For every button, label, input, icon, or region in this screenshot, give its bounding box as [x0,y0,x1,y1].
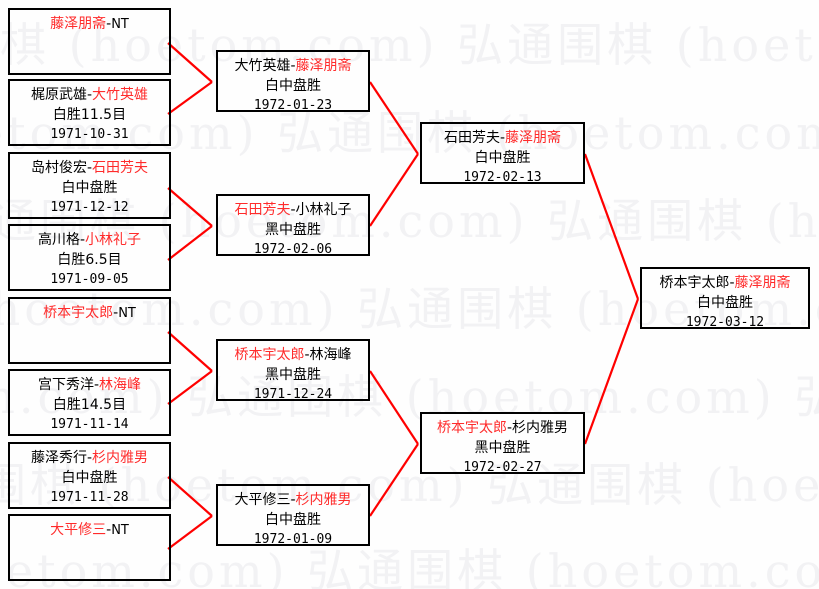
match-players: 藤泽秀行-杉内雅男 [30,450,149,466]
match-node-r1-3[interactable]: 岛村俊宏-石田芳夫 白中盘胜 1971-12-12 [8,152,171,219]
match-players: 桥本宇太郎-藤泽朋斋 [659,275,791,291]
match-node-r2-3[interactable]: 桥本宇太郎-林海峰 黑中盘胜 1971-12-24 [216,339,370,402]
match-players: 大平修三-杉内雅男 [234,492,352,508]
match-date: 1972-01-09 [253,531,333,547]
match-players: 宫下秀洋-林海峰 [37,377,142,393]
connector-r2-2 [369,153,419,227]
connector-r2-4 [369,443,419,517]
match-node-r3-1[interactable]: 石田芳夫-藤泽朋斋 白中盘胜 1972-02-13 [420,122,585,185]
connector-r1-2 [167,81,213,115]
match-node-r2-2[interactable]: 石田芳夫-小林礼子 黑中盘胜 1972-02-06 [216,194,370,257]
match-node-r1-5[interactable]: 桥本宇太郎-NT [8,297,171,364]
match-date: 1972-03-12 [685,314,765,330]
match-node-r1-8[interactable]: 大平修三-NT [8,514,171,581]
connector-r1-4 [167,225,213,261]
match-node-r1-7[interactable]: 藤泽秀行-杉内雅男 白中盘胜 1971-11-28 [8,442,171,509]
match-date: 1971-12-12 [50,199,129,215]
connector-r1-1 [167,42,213,83]
match-result: 白中盘胜 [265,78,321,95]
match-result: 黑中盘胜 [474,440,531,457]
connector-r3-2 [583,298,640,445]
match-node-r3-2[interactable]: 桥本宇太郎-杉内雅男 黑中盘胜 1972-02-27 [420,412,585,475]
match-result: 黑中盘胜 [265,367,321,384]
connector-r1-3 [167,187,213,227]
match-date: 1972-02-27 [463,459,542,475]
match-date: 1971-11-28 [50,489,129,505]
connector-r2-1 [369,81,419,155]
match-players: 石田芳夫-藤泽朋斋 [443,130,562,146]
connector-r1-7 [167,476,213,517]
match-node-r1-2[interactable]: 梶原武雄-大竹英雄 白胜11.5目 1971-10-31 [8,79,171,146]
match-result: 白胜14.5目 [52,397,127,414]
connector-r1-5 [167,331,213,372]
match-date: 1971-09-05 [50,271,129,287]
match-node-r2-1[interactable]: 大竹英雄-藤泽朋斋 白中盘胜 1972-01-23 [216,50,370,113]
match-players: 桥本宇太郎-杉内雅男 [436,420,569,436]
connector-r1-8 [167,515,213,550]
match-date: 1972-02-06 [253,241,333,257]
match-node-r1-4[interactable]: 高川格-小林礼子 白胜6.5目 1971-09-05 [8,224,171,291]
match-players: 石田芳夫-小林礼子 [234,202,352,218]
match-date: 1971-12-24 [253,386,333,402]
match-players: 大竹英雄-藤泽朋斋 [234,58,352,74]
match-result: 白胜11.5目 [52,107,127,124]
match-node-r2-4[interactable]: 大平修三-杉内雅男 白中盘胜 1972-01-09 [216,484,370,547]
match-date: 1971-11-14 [50,416,129,432]
match-players: 梶原武雄-大竹英雄 [30,87,149,103]
match-date: 1971-10-31 [50,126,129,142]
connector-r2-3 [369,370,419,445]
match-result: 黑中盘胜 [265,222,321,239]
match-players: 桥本宇太郎-林海峰 [234,347,352,363]
match-result: 白中盘胜 [61,180,118,197]
match-players: 桥本宇太郎-NT [43,305,136,321]
match-players: 高川格-小林礼子 [37,232,142,248]
match-players: 大平修三-NT [50,522,129,538]
match-result: 白胜6.5目 [57,252,122,269]
match-players: 岛村俊宏-石田芳夫 [30,160,149,176]
match-result: 白中盘胜 [697,295,753,312]
match-date: 1972-02-13 [463,169,542,185]
match-node-r1-6[interactable]: 宫下秀洋-林海峰 白胜14.5目 1971-11-14 [8,369,171,436]
connector-r3-1 [583,153,640,300]
match-node-r1-1[interactable]: 藤泽朋斋-NT [8,8,171,75]
connector-r1-6 [167,370,213,405]
match-date: 1972-01-23 [253,97,333,113]
match-node-final[interactable]: 桥本宇太郎-藤泽朋斋 白中盘胜 1972-03-12 [640,267,810,330]
match-result: 白中盘胜 [474,150,531,167]
match-players: 藤泽朋斋-NT [50,16,129,32]
match-result: 白中盘胜 [265,512,321,529]
match-result: 白中盘胜 [61,470,118,487]
